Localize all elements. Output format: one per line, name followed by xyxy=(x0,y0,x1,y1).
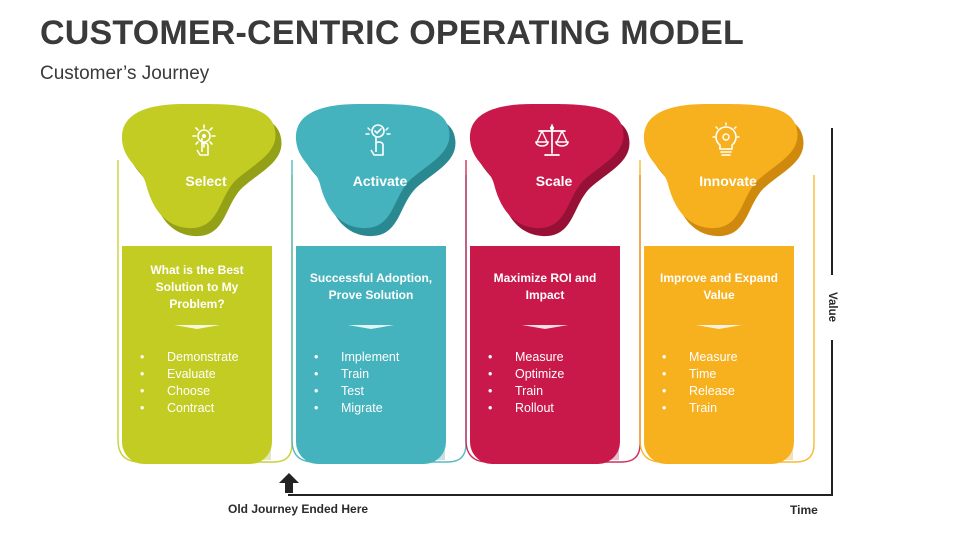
stage-label: Select xyxy=(185,173,227,189)
stage-label: Innovate xyxy=(699,173,757,189)
card-list-item: Train xyxy=(662,400,738,417)
card-list-item: Contract xyxy=(140,400,239,417)
tap-check-icon xyxy=(365,124,391,156)
card-heading: Improve and Expand Value xyxy=(659,271,779,302)
card-list-item: Demonstrate xyxy=(140,349,239,366)
page-subtitle: Customer’s Journey xyxy=(40,63,210,84)
card-list-item: Choose xyxy=(140,383,239,400)
old-journey-line xyxy=(288,494,365,496)
card-list-item: Release xyxy=(662,383,738,400)
card-heading: Maximize ROI and Impact xyxy=(493,271,597,302)
touch-gesture-icon xyxy=(192,124,216,156)
value-axis-gap xyxy=(821,275,843,340)
time-axis-line xyxy=(365,494,833,496)
card-divider xyxy=(348,325,394,329)
card-list: ImplementTrainTestMigrate xyxy=(314,349,399,417)
card-list-item: Train xyxy=(488,383,564,400)
card-list-item: Train xyxy=(314,366,399,383)
card-heading: Successful Adoption, Prove Solution xyxy=(309,271,433,302)
card-list-item: Evaluate xyxy=(140,366,239,383)
page-title: CUSTOMER-CENTRIC OPERATING MODEL xyxy=(40,14,745,52)
card-heading: What is the Best Solution to My Problem? xyxy=(150,262,244,311)
stage-card: What is the Best Solution to My Problem?… xyxy=(122,246,272,464)
balance-scale-icon xyxy=(535,124,569,156)
stage-card: Improve and Expand ValueMeasureTimeRelea… xyxy=(644,246,794,464)
value-axis-label: Value xyxy=(826,291,838,323)
card-list: DemonstrateEvaluateChooseContract xyxy=(140,349,239,417)
card-list: MeasureTimeReleaseTrain xyxy=(662,349,738,417)
time-axis-label: Time xyxy=(790,503,818,517)
stage-card: Maximize ROI and ImpactMeasureOptimizeTr… xyxy=(470,246,620,464)
card-list-item: Time xyxy=(662,366,738,383)
stage-card: Successful Adoption, Prove SolutionImple… xyxy=(296,246,446,464)
card-list-item: Optimize xyxy=(488,366,564,383)
card-list-item: Migrate xyxy=(314,400,399,417)
old-journey-label: Old Journey Ended Here xyxy=(228,502,369,516)
card-divider xyxy=(696,325,742,329)
card-list-item: Rollout xyxy=(488,400,564,417)
lightbulb-icon xyxy=(712,122,740,156)
stage-label: Scale xyxy=(535,173,573,189)
stage-blob xyxy=(295,103,456,237)
card-list-item: Measure xyxy=(488,349,564,366)
up-arrow-icon xyxy=(279,473,299,493)
card-divider xyxy=(174,325,220,329)
card-divider xyxy=(522,325,568,329)
stage-blob xyxy=(121,103,282,237)
card-list-item: Measure xyxy=(662,349,738,366)
card-list-item: Test xyxy=(314,383,399,400)
stage-label: Activate xyxy=(352,173,408,189)
card-list-item: Implement xyxy=(314,349,399,366)
stage-blob xyxy=(643,103,804,237)
card-list: MeasureOptimizeTrainRollout xyxy=(488,349,564,417)
stage-blob xyxy=(469,103,630,237)
